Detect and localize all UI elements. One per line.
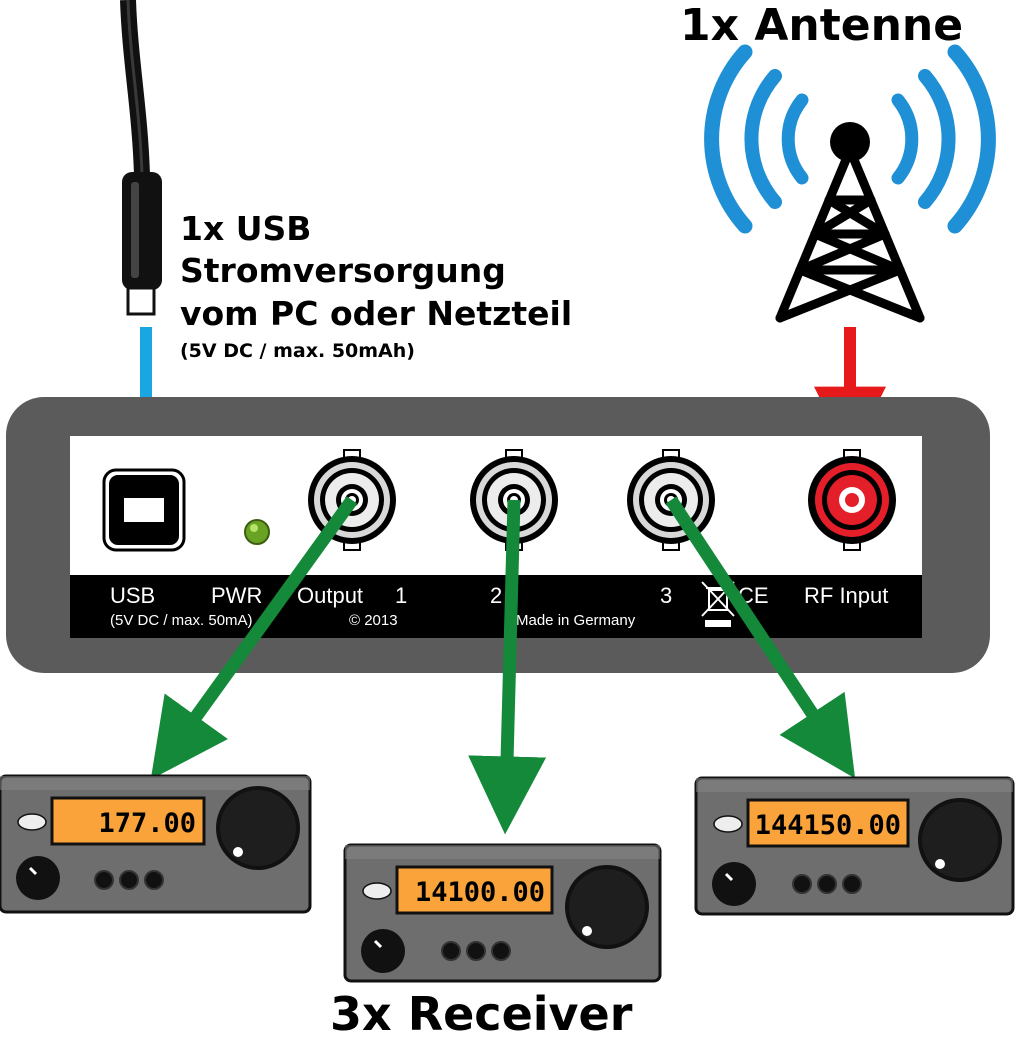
copyright-label: © 2013 bbox=[349, 612, 398, 629]
pwr-label: PWR bbox=[211, 583, 262, 608]
output-2-arrow bbox=[468, 499, 547, 835]
receivers-label: 3x Receiver bbox=[330, 987, 633, 1038]
button bbox=[842, 874, 862, 894]
output-3-arrow bbox=[665, 496, 856, 779]
rf-input-connector bbox=[808, 449, 896, 551]
output-1-arrow bbox=[150, 496, 358, 780]
button bbox=[94, 870, 114, 890]
brand-logo bbox=[362, 882, 392, 900]
receiver-1: 177.00 bbox=[0, 774, 312, 914]
brand-logo bbox=[17, 813, 47, 831]
button bbox=[466, 941, 486, 961]
volume-knob bbox=[712, 862, 756, 906]
power-led bbox=[244, 519, 270, 545]
usb-power-label: Stromversorgung bbox=[180, 251, 506, 290]
frequency-readout: 14100.00 bbox=[415, 877, 545, 908]
usb-port bbox=[102, 468, 186, 552]
frequency-display bbox=[746, 798, 910, 848]
output-2-label: 2 bbox=[490, 583, 502, 608]
output-1-label: 1 bbox=[395, 583, 407, 608]
usb-cable-icon bbox=[120, 0, 162, 316]
usb-spec-label: (5V DC / max. 50mAh) bbox=[180, 340, 415, 362]
device-panel: USB (5V DC / max. 50mA) PWR Output 1 © 2… bbox=[6, 397, 990, 673]
frequency-readout: 177.00 bbox=[98, 808, 196, 839]
output-label: Output bbox=[297, 583, 363, 608]
button bbox=[792, 874, 812, 894]
rf-input-label: RF Input bbox=[804, 583, 888, 608]
button bbox=[144, 870, 164, 890]
button bbox=[119, 870, 139, 890]
receiver-2: 14100.00 bbox=[343, 843, 662, 983]
frequency-readout: 144150.00 bbox=[755, 810, 901, 841]
antenna-title: 1x Antenne bbox=[680, 0, 963, 51]
button bbox=[441, 941, 461, 961]
receiver-3: 144150.00 bbox=[694, 776, 1015, 916]
output-3-label: 3 bbox=[660, 583, 672, 608]
usb-title: 1x USB bbox=[180, 209, 311, 248]
button bbox=[491, 941, 511, 961]
volume-knob bbox=[16, 856, 60, 900]
antenna-icon bbox=[704, 44, 996, 323]
usb-port-spec: (5V DC / max. 50mA) bbox=[110, 612, 253, 629]
frequency-display bbox=[395, 865, 554, 915]
made-in-label: Made in Germany bbox=[516, 612, 636, 629]
brand-logo bbox=[713, 815, 743, 833]
usb-source-label: vom PC oder Netzteil bbox=[180, 294, 572, 333]
button bbox=[817, 874, 837, 894]
usb-port-label: USB bbox=[110, 583, 155, 608]
volume-knob bbox=[361, 929, 405, 973]
frequency-display bbox=[50, 796, 206, 846]
